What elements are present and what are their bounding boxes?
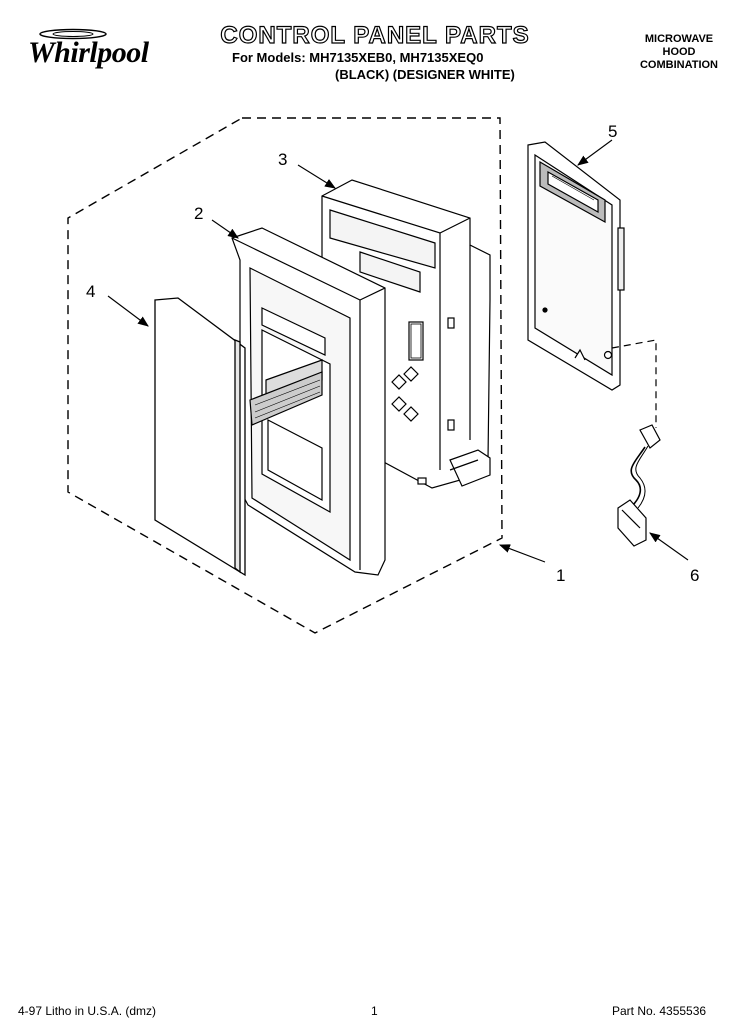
callout-4: 4 [86,282,96,301]
part-5-control-board [527,141,625,391]
callout-3: 3 [278,150,288,169]
part-number: Part No. 4355536 [612,1004,707,1018]
page-title: CONTROL PANEL PARTS [220,21,530,49]
board-to-harness-dashed-line [611,339,657,428]
leader-5 [577,139,613,166]
model-numbers: For Models: MH7135XEB0, MH7135XEQ0 [232,50,484,65]
category-line: COMBINATION [639,59,718,71]
whirlpool-logo-swoosh-icon [39,28,107,40]
callout-1: 1 [556,566,566,585]
whirlpool-logo: Whirlpool [28,36,149,69]
leader-6 [649,532,689,561]
part-3-control-housing [321,179,491,489]
product-category: MICROWAVE HOOD COMBINATION [624,33,734,72]
leader-1 [498,544,546,563]
callout-5: 5 [608,122,618,141]
part-4-overlay [154,297,246,577]
category-line: HOOD [662,46,696,58]
callout-2: 2 [194,204,204,223]
category-line: MICROWAVE [644,33,714,45]
leader-4 [107,295,149,327]
callout-leaders [107,139,689,563]
litho-note: 4-97 Litho in U.S.A. (dmz) [18,1004,157,1018]
part-6-wire-harness [617,424,661,547]
leader-2 [211,219,239,239]
assembly-dashed-outline [67,117,503,634]
part-2-control-panel [231,227,386,576]
callout-6: 6 [690,566,700,585]
model-colors: (BLACK) (DESIGNER WHITE) [335,67,515,82]
page-number: 1 [371,1004,378,1018]
leader-3 [297,164,336,189]
